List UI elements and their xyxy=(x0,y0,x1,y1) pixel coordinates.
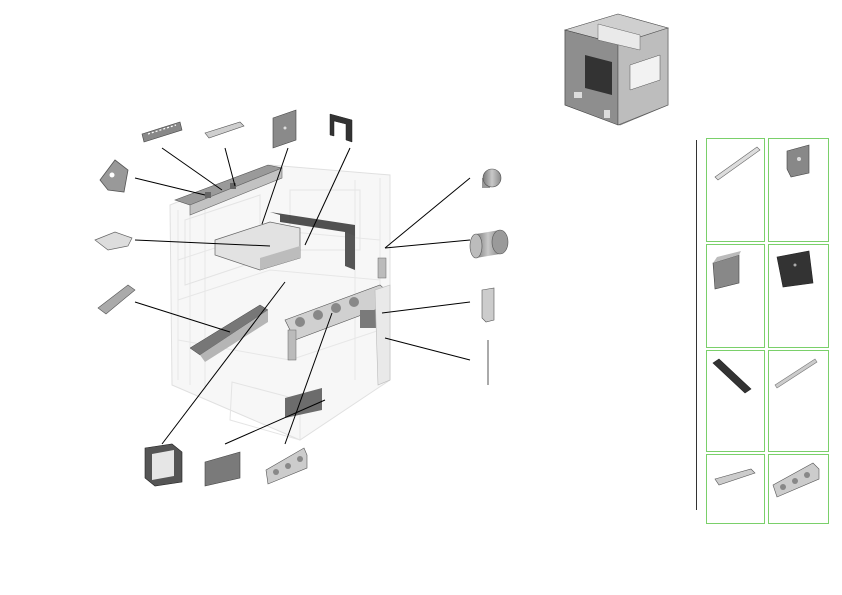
assembly-gear-rail xyxy=(284,284,389,361)
thumbnail-1[interactable] xyxy=(706,138,765,242)
thumbnail-separator xyxy=(696,140,697,510)
assembly-side-cover xyxy=(285,388,322,418)
thumbnail-8[interactable] xyxy=(768,454,829,524)
bar-icon xyxy=(712,358,752,394)
plate-icon xyxy=(776,250,814,288)
leader-lines xyxy=(134,147,471,445)
assembly-top-frame xyxy=(174,164,284,216)
display-bezel-icon xyxy=(144,443,183,487)
rod-icon xyxy=(774,358,818,389)
gear-bracket-icon xyxy=(265,447,308,485)
assembly-frame-bar xyxy=(270,212,355,270)
hinge-bracket-left-icon xyxy=(99,159,129,193)
thumbnail-5[interactable] xyxy=(706,350,765,452)
rail-icon xyxy=(714,146,761,181)
thumbnail-3[interactable] xyxy=(706,244,765,348)
thumbnail-4[interactable] xyxy=(768,244,829,348)
reference-assembly-icon xyxy=(563,13,670,126)
panel-icon xyxy=(712,251,741,290)
roller-cylinder-icon xyxy=(469,229,509,259)
bracket-icon xyxy=(714,468,756,486)
flat-bracket-top-icon xyxy=(204,121,245,139)
guide-rail-left-icon xyxy=(97,284,136,315)
side-cover-icon xyxy=(204,451,241,487)
thumbnail-6[interactable] xyxy=(768,350,829,452)
assembly-right-parts xyxy=(360,257,391,386)
mount-bracket-right-icon xyxy=(481,287,495,323)
bracket-icon xyxy=(786,144,810,178)
tray-plate-icon xyxy=(94,231,133,251)
frame-bar-top-icon xyxy=(329,113,353,143)
assembly-guide-rail xyxy=(189,304,269,362)
gear-icon xyxy=(772,462,820,498)
rail-strip-top-icon xyxy=(141,121,183,143)
cover-panel-top-icon xyxy=(272,109,297,149)
knob-icon xyxy=(482,168,502,188)
thumbnail-7[interactable] xyxy=(706,454,765,524)
thumbnail-2[interactable] xyxy=(768,138,829,242)
assembly-tray xyxy=(214,221,301,271)
